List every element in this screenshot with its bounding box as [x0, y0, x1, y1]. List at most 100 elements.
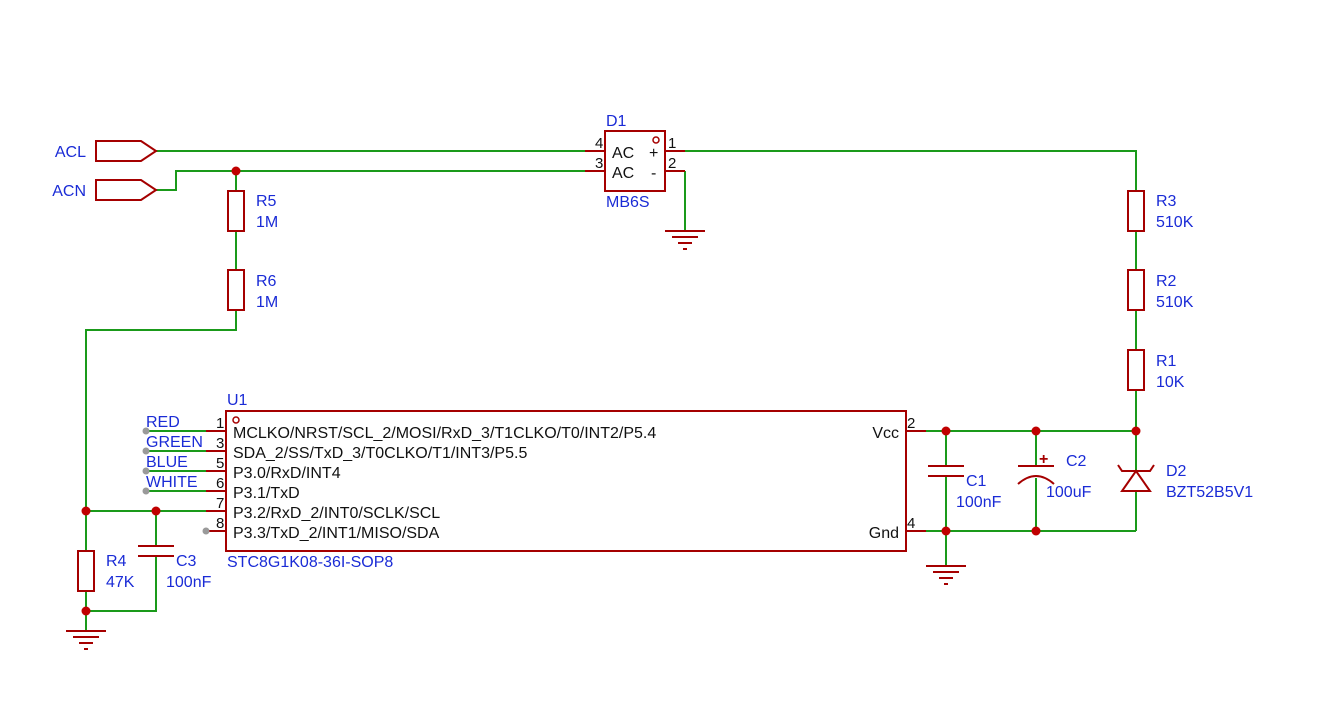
d1-value: MB6S [606, 194, 650, 211]
r4-ref: R4 [106, 553, 127, 570]
c2-ref: C2 [1066, 453, 1087, 470]
u1-pin7-label: P3.2/RxD_2/INT0/SCLK/SCL [233, 505, 440, 522]
port-acl-flag [95, 140, 158, 162]
d2-triangle [1120, 469, 1152, 492]
d1-plus-label: + [649, 145, 658, 162]
wire-c3-bottom [86, 556, 157, 612]
d2-value: BZT52B5V1 [1166, 484, 1253, 501]
port-acn: ACN [52, 179, 158, 201]
u1-pin1-marker [232, 416, 240, 424]
wire-r6-to-p32 [85, 310, 237, 512]
port-acn-label: ACN [52, 183, 86, 200]
u1-value: STC8G1K08-36I-SOP8 [227, 554, 393, 571]
resistor-r3: R3 510K [1127, 190, 1194, 232]
resistor-r6: R6 1M [227, 269, 278, 311]
r3-body [1127, 190, 1145, 232]
junction-acn-r5 [231, 166, 241, 176]
net-label-green: GREEN [146, 434, 203, 451]
u1-gnd-label: Gnd [869, 525, 899, 542]
u1-pin2-num: 2 [907, 415, 915, 432]
u1-pin6-label: P3.1/TxD [233, 485, 300, 502]
r5-ref: R5 [256, 193, 277, 210]
junction-vcc-c1 [941, 426, 951, 436]
d2-cathode-bar [1117, 464, 1155, 472]
ground-symbol-mcu [926, 565, 966, 585]
junctions [81, 166, 1141, 616]
u1-pin4-num: 4 [907, 515, 915, 532]
r2-value: 510K [1156, 294, 1194, 311]
endpoint-red [142, 427, 150, 435]
endpoint-white [142, 487, 150, 495]
c1-ref: C1 [966, 473, 987, 490]
d1-ref: D1 [606, 113, 627, 130]
capacitor-c1: C1 100nF [928, 465, 1002, 511]
u1-pin1-num: 1 [216, 415, 224, 432]
junction-c3-top [151, 506, 161, 516]
r6-body [227, 269, 245, 311]
port-acl: ACL [55, 140, 158, 162]
u1-pin3-num: 3 [216, 435, 224, 452]
wires [85, 150, 1137, 631]
u1-pin1-label: MCLKO/NRST/SCL_2/MOSI/RxD_3/T1CLKO/T0/IN… [233, 425, 656, 442]
endpoint-green [142, 447, 150, 455]
c2-polarity: + [1039, 451, 1048, 468]
c2-value: 100uF [1046, 484, 1092, 501]
ground-symbol-r4 [66, 630, 106, 650]
open-endpoints [142, 427, 210, 535]
c3-ref: C3 [176, 553, 197, 570]
d1-pin1-num: 1 [668, 135, 676, 152]
resistor-r1: R1 10K [1127, 349, 1185, 391]
junction-vcc-d2 [1131, 426, 1141, 436]
r1-body [1127, 349, 1145, 391]
port-acl-label: ACL [55, 144, 86, 161]
c2-plate-curved [1017, 475, 1055, 485]
resistor-r5: R5 1M [227, 190, 278, 232]
d1-pin2-num: 2 [668, 155, 676, 172]
net-label-red: RED [146, 414, 180, 431]
d2-ref: D2 [1166, 463, 1187, 480]
capacitor-c2: + C2 100uF [1017, 451, 1092, 501]
d1-pin4-num: 4 [595, 135, 603, 152]
endpoint-blue [142, 467, 150, 475]
d1-pin1-marker [652, 136, 660, 144]
r1-ref: R1 [1156, 353, 1177, 370]
u1-pin8-label: P3.3/TxD_2/INT1/MISO/SDA [233, 525, 440, 542]
u1-pin7-num: 7 [216, 495, 224, 512]
resistor-r4: R4 47K [77, 550, 135, 592]
r5-body [227, 190, 245, 232]
junction-r4-bottom [81, 606, 91, 616]
r5-value: 1M [256, 214, 278, 231]
r4-body [77, 550, 95, 592]
c1-value: 100nF [956, 494, 1002, 511]
r3-ref: R3 [1156, 193, 1177, 210]
d1-pin-ac1-label: AC [612, 145, 634, 162]
r2-body [1127, 269, 1145, 311]
d1-body [604, 130, 666, 192]
d1-minus-label: - [651, 165, 656, 182]
r6-value: 1M [256, 294, 278, 311]
net-labels: RED GREEN BLUE WHITE [146, 414, 203, 491]
u1-microcontroller: U1 STC8G1K08-36I-SOP8 1 3 5 6 7 8 MCLKO/… [206, 392, 926, 571]
u1-pin6-num: 6 [216, 475, 224, 492]
junction-r4-top [81, 506, 91, 516]
u1-ref: U1 [227, 392, 248, 409]
r2-ref: R2 [1156, 273, 1177, 290]
d1-pin-ac2-label: AC [612, 165, 634, 182]
r4-value: 47K [106, 574, 135, 591]
u1-pin5-label: P3.0/RxD/INT4 [233, 465, 341, 482]
u1-body [225, 410, 907, 552]
u1-pin8-num: 8 [216, 515, 224, 532]
net-label-blue: BLUE [146, 454, 188, 471]
u1-pin5-num: 5 [216, 455, 224, 472]
r6-ref: R6 [256, 273, 277, 290]
ground-symbol-bridge [665, 230, 705, 250]
wire-acn [156, 170, 585, 191]
wire-bridge-plus [685, 150, 1137, 191]
net-label-white: WHITE [146, 474, 198, 491]
r1-value: 10K [1156, 374, 1185, 391]
d1-pin3-num: 3 [595, 155, 603, 172]
junction-vcc-c2 [1031, 426, 1041, 436]
endpoint-pin8 [202, 527, 210, 535]
resistor-r2: R2 510K [1127, 269, 1194, 311]
